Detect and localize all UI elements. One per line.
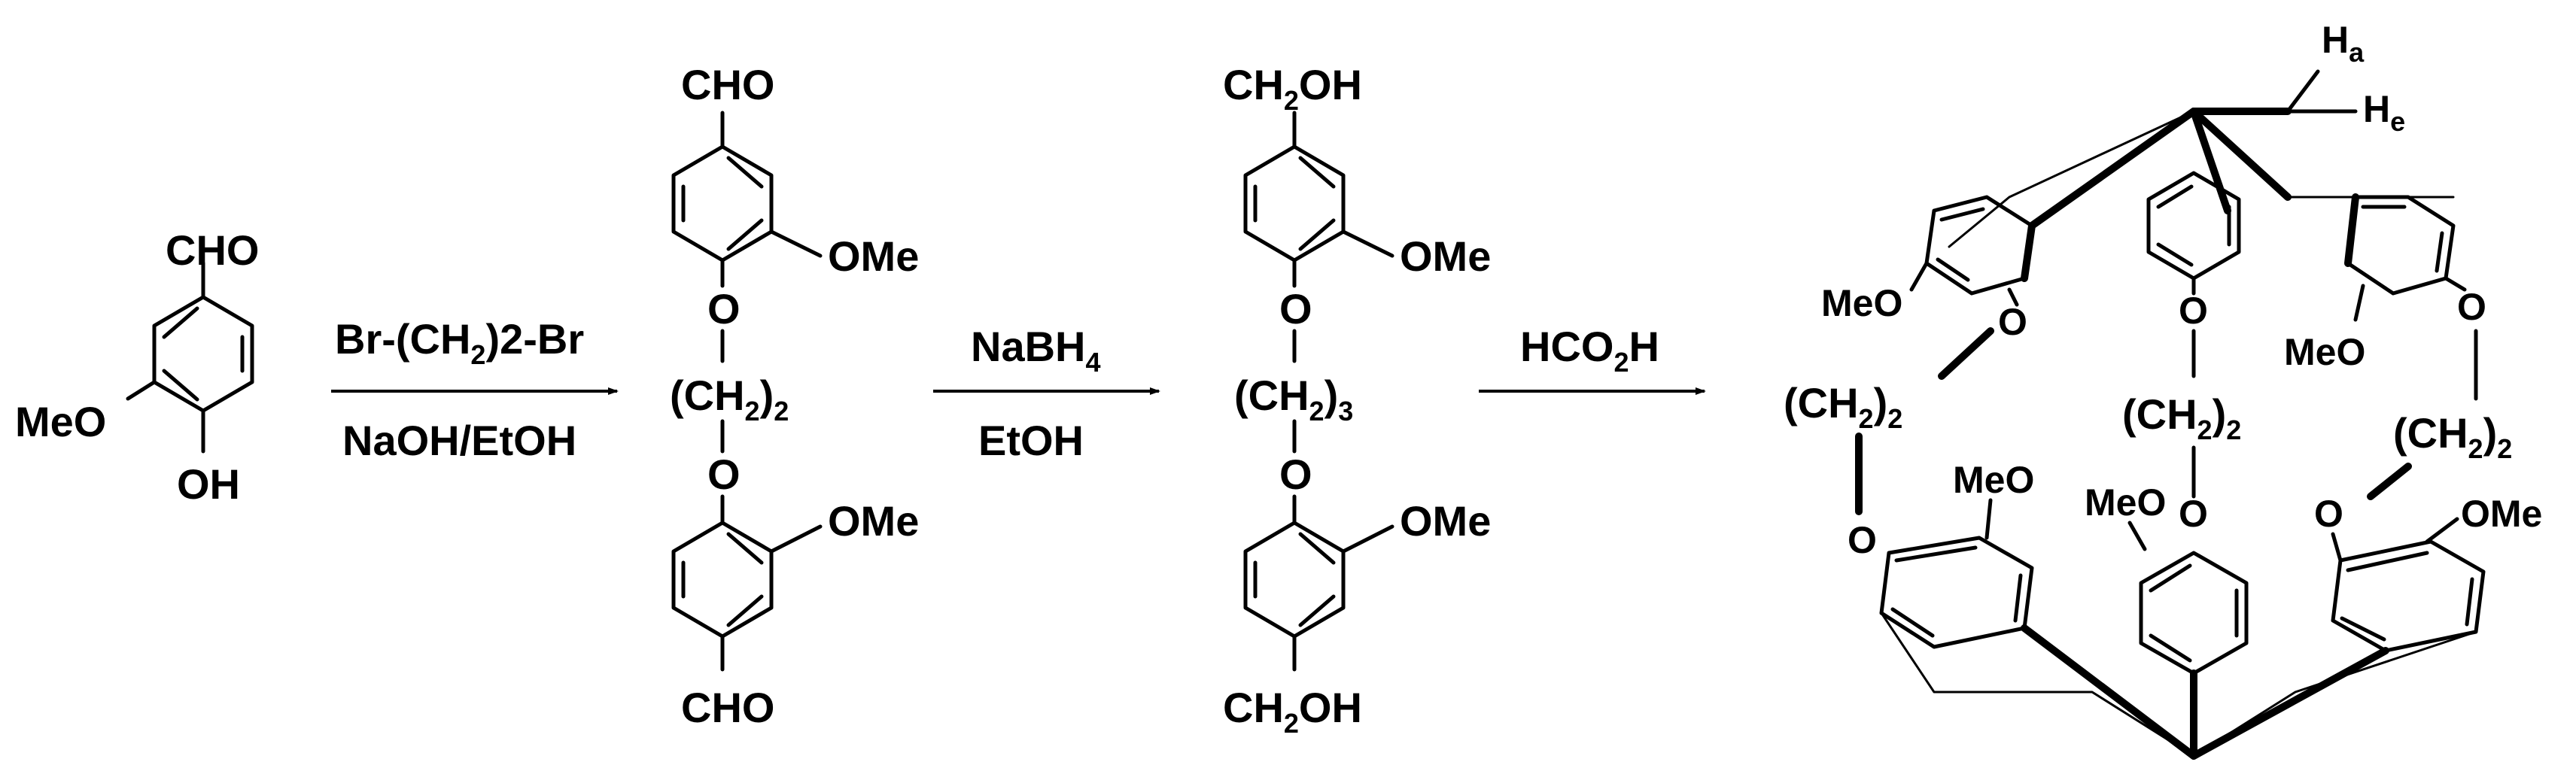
ether-oxygen-top: O: [1279, 285, 1312, 332]
lower-ring-middle: [2139, 551, 2249, 675]
molecule-cage: Ha He MeO O O MeO O: [1784, 19, 2542, 760]
benzene-ring-bottom: [1243, 494, 1394, 672]
ether-oxygen-lower-middle: O: [2179, 493, 2208, 535]
ethylene-linker-left: (CH2)2: [1784, 379, 1902, 434]
benzene-ring-top: [1243, 111, 1394, 288]
hydroxymethyl-label-bottom: CH2OH: [1223, 684, 1362, 739]
ether-oxygen-bottom: O: [707, 451, 741, 498]
axial-hydrogen-label: Ha: [2322, 19, 2365, 68]
aldehyde-label-top: CHO: [681, 61, 774, 108]
methoxy-label-bottom: OMe: [828, 497, 919, 545]
reagent-base: NaOH/EtOH: [342, 417, 576, 464]
aldehyde-label-bottom: CHO: [681, 684, 774, 731]
ether-oxygen-upper-left: O: [1998, 301, 2027, 343]
methoxy-label-bottom: OMe: [1400, 497, 1491, 545]
molecule-bis-aldehyde: CHO OMe O (CH2)2 O OMe CHO: [670, 61, 919, 731]
ether-oxygen-bottom: O: [1279, 451, 1312, 498]
benzene-ring-top: [671, 111, 823, 288]
lower-ring-right: [2331, 539, 2486, 653]
equatorial-hydrogen-label: He: [2363, 88, 2405, 137]
methoxy-label-lower-middle: MeO: [2085, 481, 2166, 524]
methoxy-label-top: OMe: [828, 232, 919, 280]
methoxy-label-top: OMe: [1400, 232, 1491, 280]
reaction-arrow-3: HCO2H: [1479, 323, 1706, 395]
methoxy-label-upper-left: MeO: [1821, 282, 1902, 324]
reaction-arrow-2: NaBH4 EtOH: [933, 323, 1160, 464]
hydroxymethyl-label-top: CH2OH: [1223, 61, 1362, 116]
upper-ring-right: [2344, 193, 2456, 296]
ether-oxygen-upper-middle: O: [2179, 290, 2208, 332]
ethylene-linker: (CH2)2: [670, 372, 789, 426]
methoxy-label-lower-left: MeO: [1953, 459, 2034, 501]
molecule-bis-alcohol: CH2OH OMe O (CH2)3 O OMe CH2OH: [1223, 61, 1491, 739]
ether-oxygen-lower-right: O: [2314, 493, 2343, 535]
reagent-solvent: EtOH: [978, 417, 1084, 464]
reagent-reductant: NaBH4: [971, 323, 1101, 378]
lower-ring-left: [1879, 536, 2034, 649]
methoxy-label: MeO: [15, 398, 106, 445]
propylene-linker: (CH2)3: [1234, 372, 1353, 426]
upper-ring-middle: [2146, 171, 2241, 296]
molecule-vanillin: CHO MeO OH: [15, 226, 259, 508]
ethylene-linker-right: (CH2)2: [2393, 409, 2512, 464]
reagent-acid: HCO2H: [1520, 323, 1659, 378]
hydroxyl-label: OH: [177, 460, 240, 508]
methoxy-label-lower-right: OMe: [2461, 493, 2542, 535]
lower-cap-frame: [1880, 612, 2477, 760]
ether-oxygen-top: O: [707, 285, 741, 332]
ether-oxygen-upper-right: O: [2457, 286, 2486, 328]
benzene-ring-bottom: [671, 494, 823, 672]
ethylene-linker-middle: (CH2)2: [2122, 390, 2241, 445]
benzene-ring: [126, 261, 254, 454]
ether-oxygen-lower-left: O: [1848, 519, 1877, 561]
reagent-dibromoethane: Br-(CH2)2-Br: [335, 315, 584, 370]
upper-ring-left: [1924, 195, 2036, 296]
aldehyde-label: CHO: [166, 226, 259, 274]
reaction-arrow-1: Br-(CH2)2-Br NaOH/EtOH: [331, 315, 619, 464]
upper-cap-frame: [1948, 69, 2455, 248]
methoxy-label-upper-right: MeO: [2284, 331, 2365, 373]
